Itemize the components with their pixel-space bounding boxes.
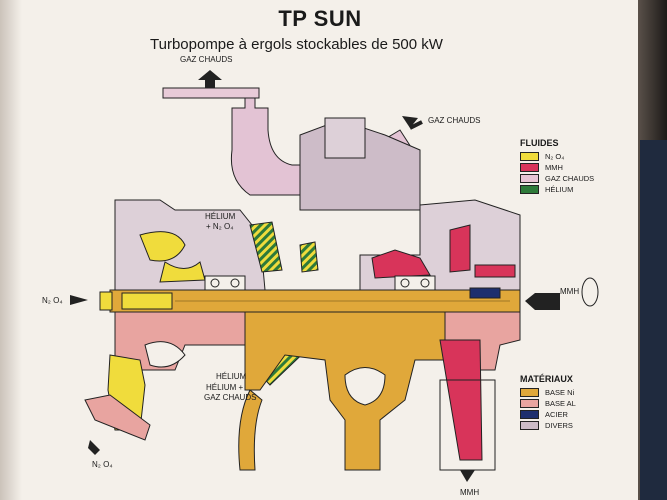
- legend-label: DIVERS: [545, 421, 573, 430]
- pump-housing-left-bottom: [114, 311, 271, 371]
- swatch-acier: [520, 410, 539, 419]
- label-helium-mix-3: GAZ CHAUDS: [204, 393, 257, 402]
- label-n2o4-outlet: N₂ O₄: [92, 460, 113, 469]
- legend-label: HÉLIUM: [545, 185, 574, 194]
- turbine-housing-top: [299, 117, 421, 211]
- turbine-housing-bottom: [244, 311, 446, 471]
- legend-fluides-title: FLUIDES: [520, 138, 559, 148]
- legend-item: BASE Ni: [520, 387, 576, 398]
- label-gaz-chauds-right: GAZ CHAUDS: [428, 116, 481, 125]
- swatch-divers: [520, 421, 539, 430]
- mmh-pump-housing-top: [359, 199, 521, 291]
- page-edge-shadow: [0, 0, 22, 500]
- hot-gas-exhaust-pipe-bottom: [238, 389, 263, 471]
- pump-housing-left-top: [114, 199, 266, 291]
- legend-item: HÉLIUM: [520, 184, 594, 195]
- legend-label: MMH: [545, 163, 563, 172]
- label-helium-mix-1: HÉLIUM: [216, 372, 247, 381]
- legend-label: ACIER: [545, 410, 568, 419]
- label-helium-n2o4-2: + N₂ O₄: [206, 222, 234, 231]
- background-cloth: [640, 140, 667, 500]
- turbopump-cross-section-diagram: [70, 70, 599, 482]
- label-n2o4-inlet: N₂ O₄: [42, 296, 63, 305]
- legend-fluides: FLUIDES N₂ O₄ MMH GAZ CHAUDS HÉLIUM: [520, 138, 594, 195]
- legend-materiaux-title: MATÉRIAUX: [520, 374, 573, 384]
- label-gaz-chauds-top: GAZ CHAUDS: [180, 55, 233, 64]
- label-helium-n2o4-1: HÉLIUM: [205, 212, 236, 221]
- legend-item: N₂ O₄: [520, 151, 594, 162]
- page-subtitle: Turbopompe à ergols stockables de 500 kW: [150, 36, 443, 53]
- swatch-gaz-chauds: [520, 174, 539, 183]
- helium-seal-zone-top: [249, 221, 319, 273]
- page-title: TP SUN: [278, 6, 362, 31]
- label-mmh-outlet: MMH: [460, 488, 480, 497]
- legend-item: DIVERS: [520, 420, 576, 431]
- legend-label: N₂ O₄: [545, 152, 565, 161]
- label-helium-mix-2: HÉLIUM +: [206, 383, 244, 392]
- legend-item: MMH: [520, 162, 594, 173]
- legend-materiaux: MATÉRIAUX BASE Ni BASE AL ACIER DIVERS: [520, 374, 576, 431]
- mmh-pump-housing-bottom: [439, 311, 521, 471]
- swatch-n2o4: [520, 152, 539, 161]
- legend-item: BASE AL: [520, 398, 576, 409]
- legend-item: ACIER: [520, 409, 576, 420]
- swatch-base-al: [520, 399, 539, 408]
- legend-label: GAZ CHAUDS: [545, 174, 595, 183]
- label-mmh-inlet: MMH: [560, 287, 580, 296]
- swatch-helium: [520, 185, 539, 194]
- swatch-base-ni: [520, 388, 539, 397]
- legend-label: BASE Ni: [545, 388, 575, 397]
- swatch-mmh: [520, 163, 539, 172]
- main-shaft: [99, 289, 521, 313]
- legend-item: GAZ CHAUDS: [520, 173, 594, 184]
- n2o4-outlet-duct: [84, 354, 151, 441]
- legend-label: BASE AL: [545, 399, 576, 408]
- flow-arrows: [70, 70, 599, 482]
